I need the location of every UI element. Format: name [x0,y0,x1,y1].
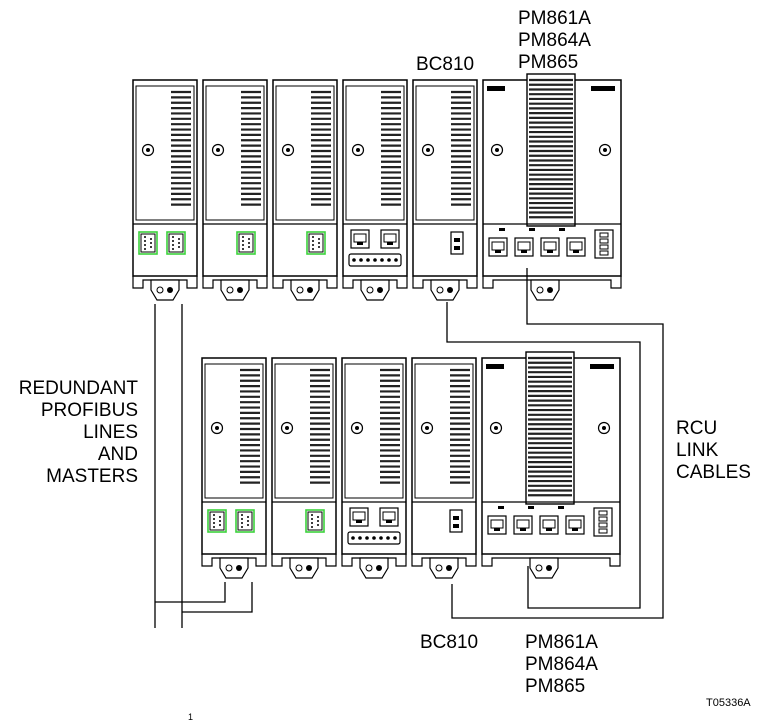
ethernet-port-icon [488,516,506,534]
ground-lug-icon [430,558,458,578]
bottom-bc-label: BC810 [420,632,478,654]
ethernet-port-icon [541,238,559,256]
power-connector-icon [595,230,613,258]
dsub-connector-icon [208,510,226,532]
module-latch-icon [143,145,154,156]
module-latch-icon [423,145,434,156]
profibus-line-d: AND [19,444,138,466]
ground-lug-icon [221,280,249,300]
profibus-label: REDUNDANT PROFIBUS LINES AND MASTERS [19,378,138,488]
ground-lug-icon [220,558,248,578]
ground-lug-icon [361,280,389,300]
ethernet-port-icon [489,238,507,256]
module-latch-icon [492,145,503,156]
cpu-module [483,74,621,300]
ground-lug-icon [360,558,388,578]
terminal-block-icon [349,254,401,266]
rcu-line-c: CABLES [676,462,751,484]
profibus-line-2-branch [182,582,252,612]
ethernet-port-icon [380,508,398,526]
bottom-controller-rack [202,352,620,578]
dsub-connector-icon [450,510,462,532]
bc810-module [412,358,476,578]
bc810-module [413,80,477,300]
profibus-line-1-branch [155,582,225,602]
ethernet-port-icon [351,230,369,248]
dsub-connector-icon [236,510,254,532]
top-cpu-label: PM861A PM864A PM865 [518,8,591,74]
profibus-line-c: LINES [19,422,138,444]
ground-lug-icon [531,280,559,300]
profibus-line-e: MASTERS [19,466,138,488]
module-latch-icon [352,423,363,434]
ethernet-port-icon [540,516,558,534]
power-connector-icon [594,508,612,536]
ethernet-port-icon [350,508,368,526]
page-mark: 1 [188,712,193,722]
rcu-line-a: RCU [676,418,751,440]
ground-lug-icon [291,280,319,300]
ground-lug-icon [530,558,558,578]
ethernet-port-icon [514,516,532,534]
ethernet-port-icon [566,516,584,534]
module-latch-icon [282,423,293,434]
module-latch-icon [283,145,294,156]
dsub-connector-icon [167,232,185,254]
module-latch-icon [600,145,611,156]
dsub-connector-icon [451,232,463,254]
module-latch-icon [599,423,610,434]
bottom-cpu-line-1: PM861A [525,632,598,654]
bottom-cpu-label: PM861A PM864A PM865 [525,632,598,698]
top-cpu-line-3: PM865 [518,52,591,74]
profibus-line-a: REDUNDANT [19,378,138,400]
ethernet-port-icon [515,238,533,256]
top-bc-label: BC810 [416,54,474,76]
rcu-label: RCU LINK CABLES [676,418,751,484]
cpu-module [482,352,620,578]
profibus-master-module [202,358,266,578]
ethernet-port-icon [381,230,399,248]
ground-lug-icon [431,280,459,300]
top-controller-rack [133,74,621,300]
module-latch-icon [212,423,223,434]
top-cpu-line-2: PM864A [518,30,591,52]
module-latch-icon [353,145,364,156]
profibus-master-module [203,80,267,300]
ethernet-module [343,80,407,300]
bottom-cpu-line-2: PM864A [525,654,598,676]
profibus-master-module [133,80,197,300]
ground-lug-icon [290,558,318,578]
rcu-line-b: LINK [676,440,751,462]
ground-lug-icon [151,280,179,300]
profibus-line-b: PROFIBUS [19,400,138,422]
profibus-master-module [272,358,336,578]
dsub-connector-icon [139,232,157,254]
dsub-connector-icon [307,232,325,254]
reference-code: T05336A [706,697,751,709]
ethernet-port-icon [567,238,585,256]
module-latch-icon [213,145,224,156]
dsub-connector-icon [306,510,324,532]
module-latch-icon [491,423,502,434]
profibus-master-module [273,80,337,300]
module-latch-icon [422,423,433,434]
dsub-connector-icon [237,232,255,254]
ethernet-module [342,358,406,578]
terminal-block-icon [348,532,400,544]
bottom-cpu-line-3: PM865 [525,676,598,698]
top-cpu-line-1: PM861A [518,8,591,30]
